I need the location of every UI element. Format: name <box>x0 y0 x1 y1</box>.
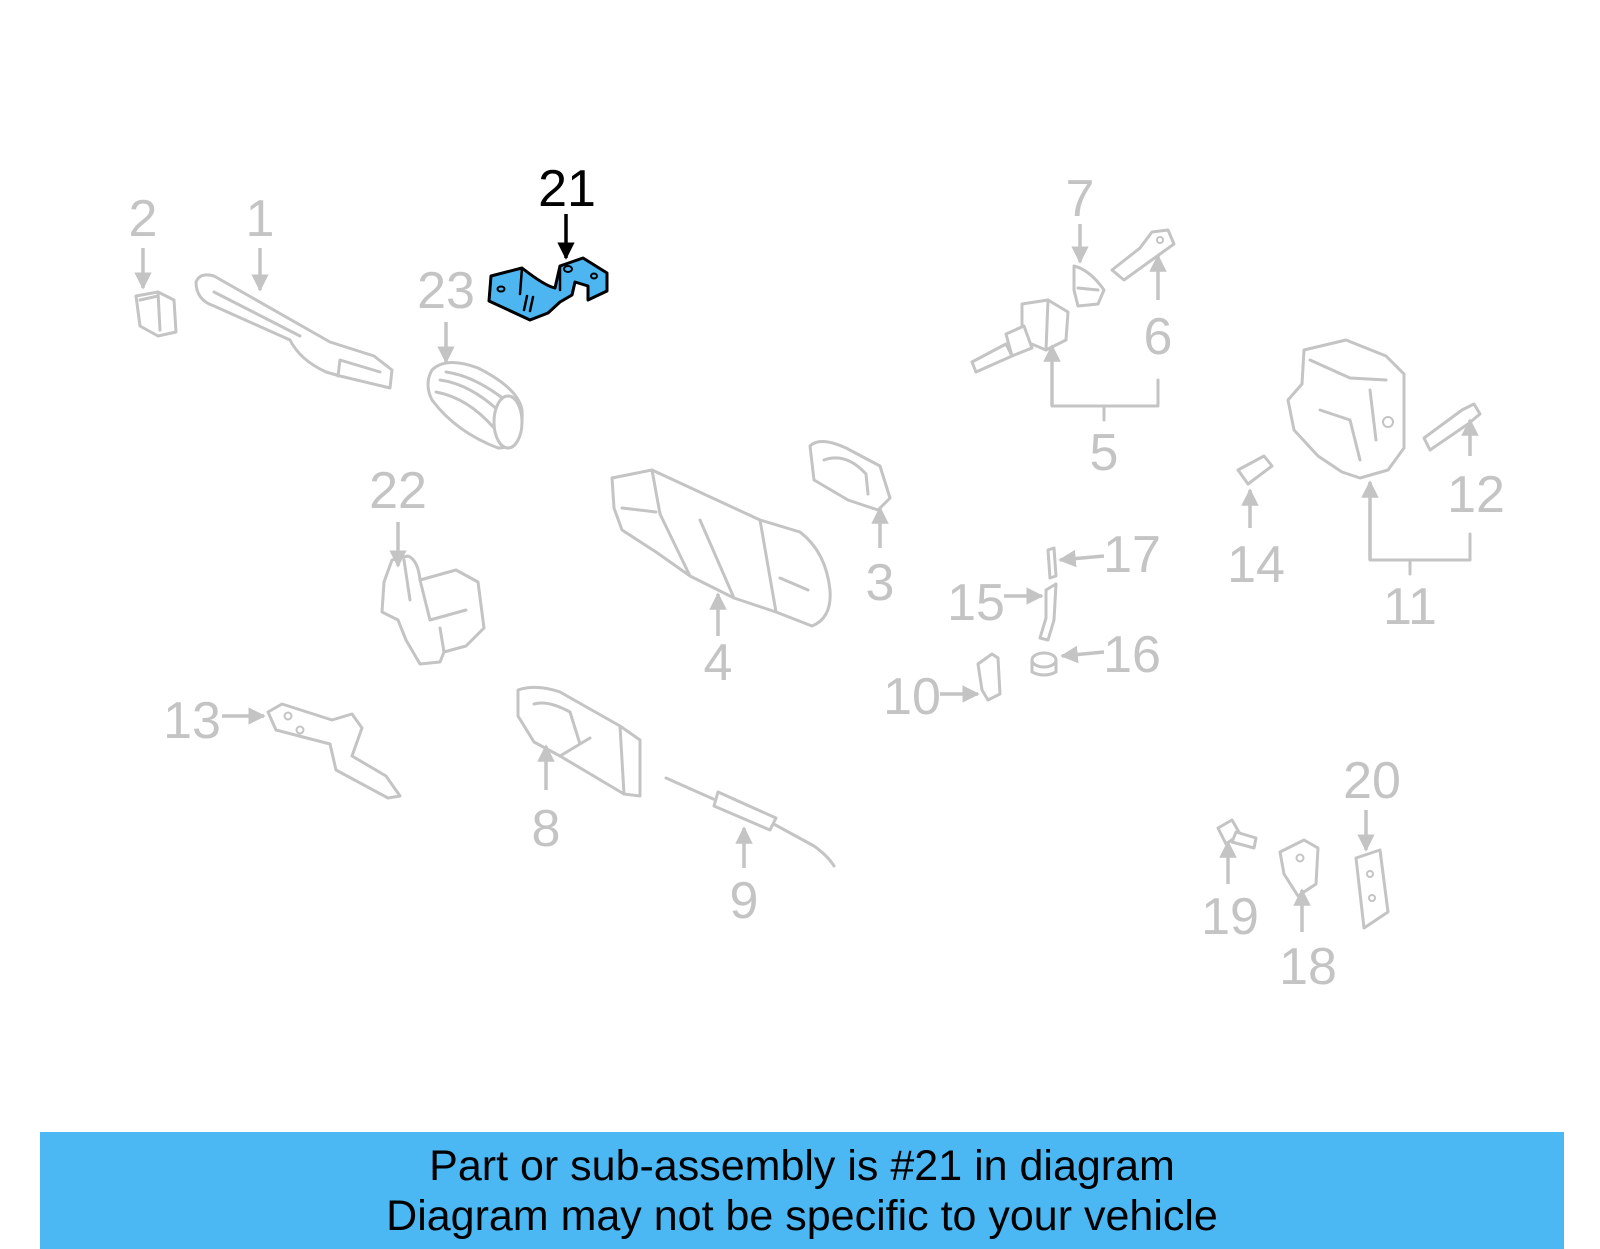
callout-9: 9 <box>730 872 759 930</box>
part-4-inner-handle <box>610 468 832 628</box>
callout-16: 16 <box>1103 626 1161 684</box>
callout-5: 5 <box>1090 424 1119 482</box>
callout-11: 11 <box>1383 578 1437 636</box>
part-9-cable <box>664 776 836 868</box>
callout-17: 17 <box>1103 526 1161 584</box>
callout-13: 13 <box>163 692 221 750</box>
part-5-lock-cylinder <box>970 298 1070 374</box>
callout-10: 10 <box>883 668 941 726</box>
part-16-bushing <box>1030 651 1058 677</box>
part-21-bracket[interactable] <box>487 256 609 322</box>
callout-19: 19 <box>1201 888 1259 946</box>
callout-22: 22 <box>369 462 427 520</box>
part-11-latch <box>1286 338 1406 480</box>
arrow-17 <box>1058 549 1105 568</box>
callout-12: 12 <box>1447 466 1505 524</box>
part-3-bezel <box>808 440 892 512</box>
part-18-plate <box>1278 838 1320 898</box>
callout-18: 18 <box>1279 938 1337 996</box>
part-1-outer-handle <box>194 273 394 390</box>
bracket-11 <box>1368 532 1472 562</box>
part-20-plate <box>1354 848 1390 930</box>
part-2 <box>134 290 178 338</box>
part-15-rod <box>1038 582 1058 642</box>
part-13-lever <box>266 702 402 800</box>
info-banner: Part or sub-assembly is #21 in diagram D… <box>40 1132 1564 1249</box>
arrow-16 <box>1060 645 1105 664</box>
part-23-boot <box>426 361 524 450</box>
part-19-bolt <box>1216 818 1258 850</box>
callout-4: 4 <box>704 634 733 692</box>
callout-6: 6 <box>1144 308 1173 366</box>
callout-2: 2 <box>129 190 158 248</box>
part-12-pin <box>1422 402 1482 452</box>
part-22-hinge <box>380 554 486 666</box>
part-17-clip <box>1046 546 1058 580</box>
part-6-key <box>1110 228 1176 282</box>
banner-line-part-number: Part or sub-assembly is #21 in diagram <box>429 1141 1175 1190</box>
callout-7: 7 <box>1066 170 1095 228</box>
bracket-5 <box>1050 378 1160 408</box>
callout-23: 23 <box>417 262 475 320</box>
callout-20: 20 <box>1343 752 1401 810</box>
banner-line-disclaimer: Diagram may not be specific to your vehi… <box>386 1191 1218 1240</box>
callout-15: 15 <box>947 574 1005 632</box>
callout-1: 1 <box>246 190 275 248</box>
part-8-handle-housing <box>516 685 642 798</box>
callout-21: 21 <box>538 160 596 218</box>
part-7-cap <box>1072 264 1106 308</box>
callout-3: 3 <box>866 554 895 612</box>
callout-14: 14 <box>1227 536 1285 594</box>
callout-8: 8 <box>532 800 561 858</box>
part-10-clip <box>976 652 1002 702</box>
part-14-screw <box>1236 454 1274 486</box>
